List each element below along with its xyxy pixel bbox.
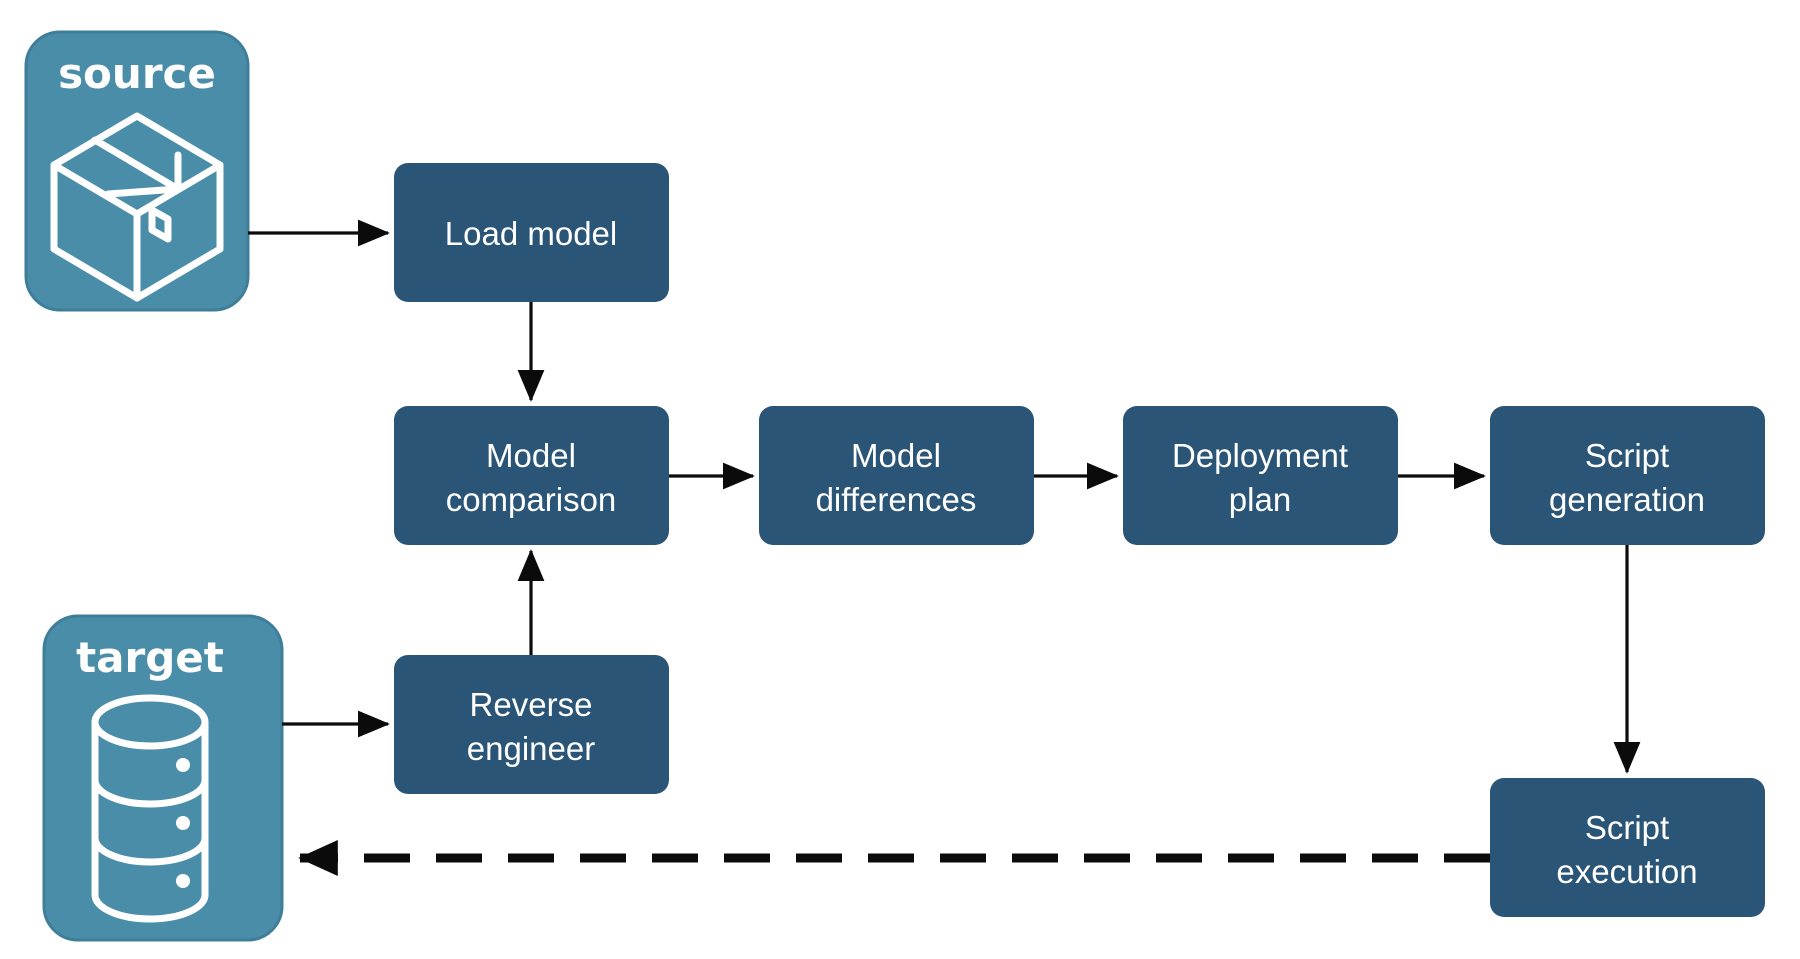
model-differences-label-line-2: differences [816, 481, 977, 518]
load-model-background [394, 163, 669, 302]
endpoint-target[interactable]: target [42, 614, 284, 942]
script-execution-label-line-2: execution [1556, 853, 1697, 890]
load-model-label-line-1: Load model [445, 215, 617, 252]
script-generation-label-line-2: generation [1549, 481, 1705, 518]
script-generation-label-line-1: Script [1585, 437, 1669, 474]
script-execution-label-line-1: Script [1585, 809, 1669, 846]
process-deployment-plan[interactable]: Deployment plan [1123, 406, 1398, 545]
script-generation-background [1490, 406, 1765, 545]
process-model-differences[interactable]: Model differences [759, 406, 1034, 545]
reverse-engineer-background [394, 655, 669, 794]
package-box-icon [50, 112, 224, 302]
target-title: target [76, 633, 224, 682]
database-cylinder-icon [91, 694, 209, 923]
source-card-background [24, 30, 250, 312]
model-differences-label-line-1: Model [851, 437, 941, 474]
model-comparison-background [394, 406, 669, 545]
process-reverse-engineer[interactable]: Reverse engineer [394, 655, 669, 794]
model-differences-background [759, 406, 1034, 545]
model-comparison-label-line-2: comparison [446, 481, 617, 518]
target-card-background [42, 614, 284, 942]
process-model-comparison[interactable]: Model comparison [394, 406, 669, 545]
process-script-generation[interactable]: Script generation [1490, 406, 1765, 545]
script-execution-background [1490, 778, 1765, 917]
source-title: source [58, 49, 216, 98]
model-comparison-label-line-1: Model [486, 437, 576, 474]
reverse-engineer-label-line-1: Reverse [470, 686, 593, 723]
deployment-plan-label-line-1: Deployment [1172, 437, 1348, 474]
deployment-plan-background [1123, 406, 1398, 545]
process-script-execution[interactable]: Script execution [1490, 778, 1765, 917]
process-load-model[interactable]: Load model [394, 163, 669, 302]
endpoint-source[interactable]: source [24, 30, 250, 312]
reverse-engineer-label-line-2: engineer [467, 730, 595, 767]
deployment-plan-label-line-2: plan [1229, 481, 1291, 518]
